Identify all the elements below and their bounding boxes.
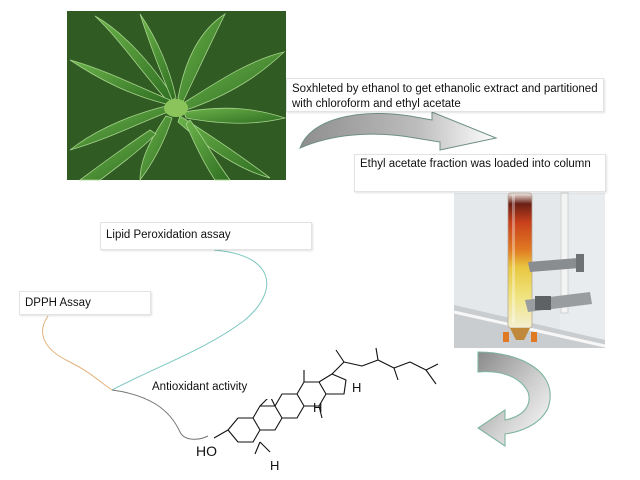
antioxidant-activity-label: Antioxidant activity	[146, 377, 274, 399]
hydrogen-label-1: H	[270, 458, 279, 473]
process-arrow-2	[477, 351, 551, 448]
lipid-peroxidation-box: Lipid Peroxidation assay	[100, 222, 312, 250]
process-arrow-1	[299, 111, 498, 151]
hydrogen-label-3: H	[352, 380, 361, 395]
dpph-connector-curve	[42, 315, 113, 391]
antioxidant-connector-curve	[111, 389, 209, 440]
plant-photo	[67, 11, 287, 182]
column-loading-box: Ethyl acetate fraction was loaded into c…	[354, 154, 606, 192]
column-photo	[453, 192, 606, 348]
hydroxyl-label: HO	[196, 443, 217, 459]
lipid-connector-curve	[111, 249, 268, 391]
soxhlet-extraction-box: Soxhleted by ethanol to get ethanolic ex…	[286, 78, 604, 112]
dpph-assay-box: DPPH Assay	[19, 291, 151, 315]
hydrogen-label-2: H	[313, 400, 322, 415]
chemical-structure	[213, 347, 439, 455]
